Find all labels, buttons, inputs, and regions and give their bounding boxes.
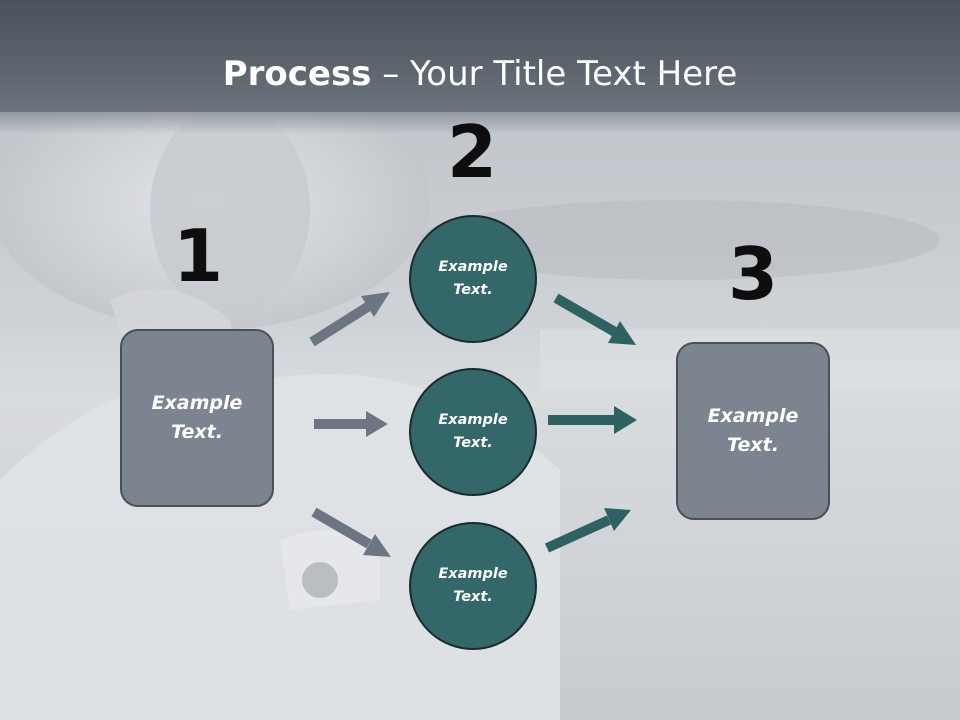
step-2-circle-middle: Example Text. — [409, 368, 537, 496]
title-bar — [0, 0, 960, 134]
step-3-number: 3 — [727, 232, 779, 316]
step-2-number: 2 — [446, 110, 498, 194]
step-2-circle-top: Example Text. — [409, 215, 537, 343]
slide-title: Process – Your Title Text Here — [0, 52, 960, 96]
step-1-number: 1 — [172, 214, 224, 298]
step-3-box: Example Text. — [676, 342, 830, 520]
step-2-circle-bottom: Example Text. — [409, 522, 537, 650]
title-bold: Process — [222, 54, 372, 94]
step-1-box: Example Text. — [120, 329, 274, 507]
title-rest: – Your Title Text Here — [371, 54, 738, 94]
